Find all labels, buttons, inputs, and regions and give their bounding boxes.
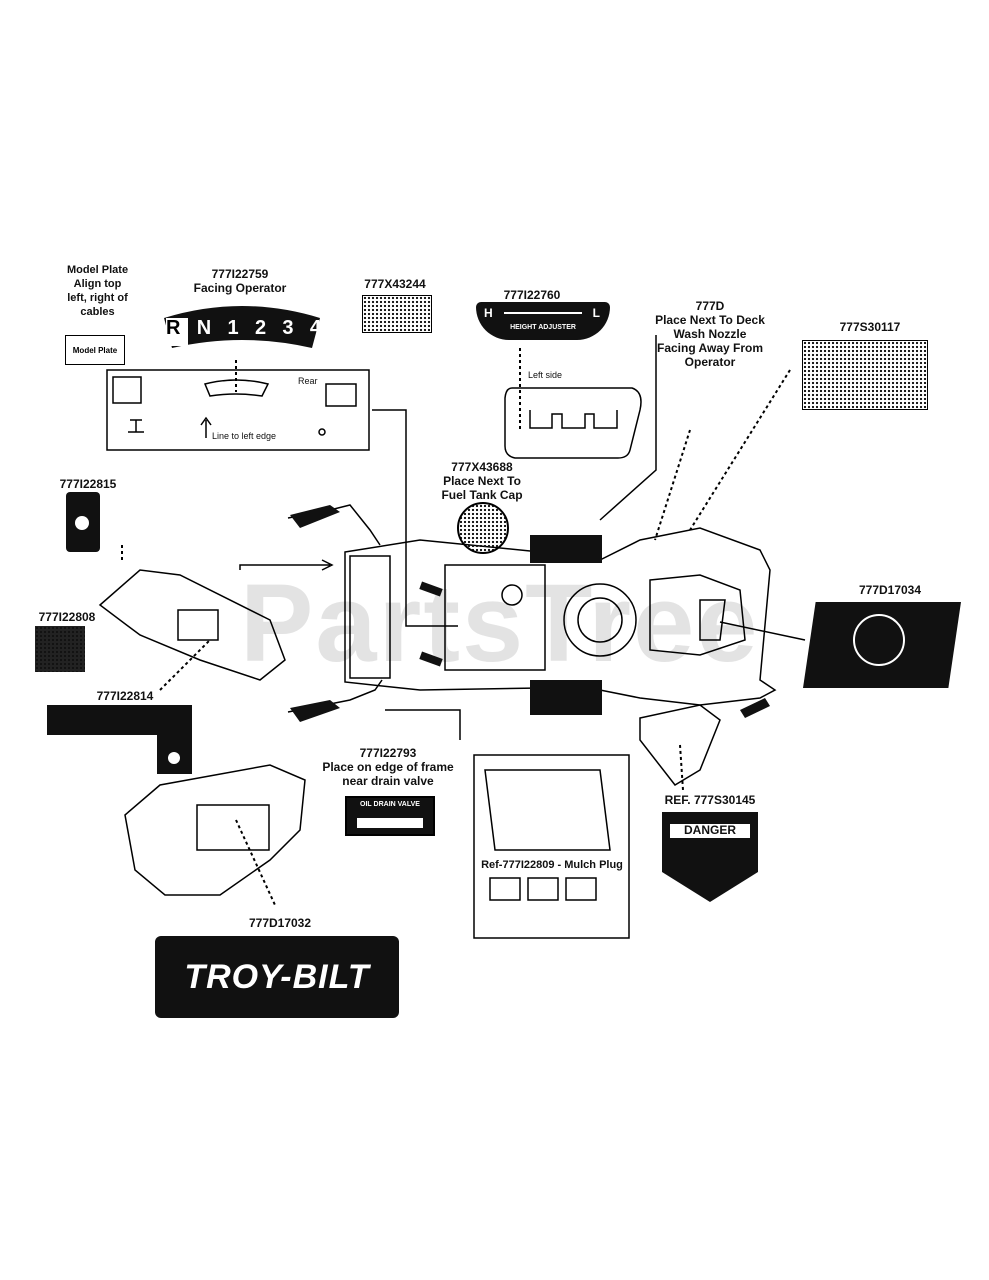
rear-grip: [740, 698, 770, 718]
engine-shroud: [563, 583, 637, 657]
danger-decal: [662, 812, 758, 902]
console-knob: [318, 428, 326, 436]
control-box-window: [177, 609, 219, 641]
control-knob-icon: [75, 516, 89, 530]
danger-ref: REF. 777S30145: [664, 793, 756, 807]
engine-flywheel: [577, 597, 623, 643]
console-panel-outline: [106, 369, 370, 451]
height-text: HEIGHT ADJUSTER: [510, 324, 576, 331]
leader-engine: [719, 621, 806, 641]
model-plate-spot: [112, 376, 142, 404]
height-bracket: [504, 387, 642, 459]
shift-pos-r: R: [166, 317, 181, 339]
deck-decal-note: Place Next To Deck Wash Nozzle Facing Aw…: [655, 313, 765, 369]
deck-decal-id: 777D: [695, 299, 725, 313]
engine-decal: [803, 602, 961, 688]
engine-decal-spot: [699, 599, 726, 641]
discharge-chute: [639, 704, 721, 786]
watermark: PartsTree: [240, 562, 760, 685]
shift-pos-3: 3: [282, 317, 294, 339]
height-notches: [529, 410, 618, 429]
control-box: [98, 569, 286, 681]
leader-danger: [679, 744, 684, 791]
control-decal-id: 777I22815: [59, 477, 117, 491]
model-plate-note: Model Plate Align top left, right of cab…: [66, 264, 129, 318]
rear-text: Rear: [298, 376, 318, 386]
engine-cover: [649, 574, 746, 656]
mulch-step-2: [527, 877, 559, 901]
square-decal: [35, 626, 85, 672]
shift-positions: R N 1 2 3 4: [166, 317, 321, 340]
mulch-step-1: [489, 877, 521, 901]
handle-grip-upper: [290, 505, 340, 528]
height-decal: H L HEIGHT ADJUSTER: [476, 302, 610, 340]
shift-pos-1: 1: [227, 317, 239, 339]
mulch-step-3: [565, 877, 597, 901]
fuel-decal-id: 777X43688: [451, 460, 513, 474]
handle-decal-id: 777I22814: [96, 689, 154, 703]
handle-decal-tab: [157, 730, 192, 774]
mulch-plug-drawing: [484, 769, 611, 851]
grass-bag: [124, 764, 306, 896]
brand-logo: TROY-BILT: [184, 958, 370, 996]
drain-decal-note: Place on edge of frame near drain valve: [322, 760, 454, 788]
deck-black-block: [530, 535, 602, 563]
mulch-box: [473, 754, 630, 939]
mulch-note: Ref-777I22809 - Mulch Plug: [481, 859, 623, 871]
drain-decal-id: 777I22793: [359, 746, 417, 760]
shift-pos-n: N: [196, 317, 212, 339]
square-decal-id: 777I22808: [38, 610, 96, 624]
rear-plate-spot: [325, 383, 357, 407]
model-plate-label: Model Plate: [65, 335, 125, 365]
leader-drain: [385, 709, 461, 740]
console-lever: [128, 419, 144, 433]
engine-logo-icon: [853, 614, 905, 666]
leader-deck: [654, 429, 691, 541]
deck-black-block-2: [530, 680, 602, 715]
danger-word: DANGER: [683, 823, 736, 837]
warning-decal-id: 777X43244: [364, 277, 426, 291]
fuel-tank: [444, 564, 546, 671]
frame-stripe-1: [419, 581, 443, 597]
warning-decal: [362, 295, 432, 333]
rear-panel: [349, 555, 391, 679]
shift-pos-2: 2: [254, 317, 267, 339]
fuel-decal: [457, 502, 509, 554]
safety-decal: [802, 340, 928, 410]
leader-wash: [599, 335, 657, 521]
drain-arrow-bar: [357, 818, 423, 828]
edge-arrow: [200, 416, 212, 438]
leader-handle-decal: [159, 639, 211, 691]
control-decal: [66, 492, 100, 552]
shift-pos-4: 4: [309, 317, 321, 339]
line-to-edge: Line to left edge: [212, 431, 277, 441]
leader-console: [372, 409, 458, 627]
shift-decal-note: Facing Operator: [193, 281, 287, 295]
drain-decal: OIL DRAIN VALVE: [345, 796, 435, 836]
handle-knob-icon: [168, 752, 180, 764]
leader-safety: [689, 369, 791, 531]
bag-decal: TROY-BILT: [155, 936, 399, 1018]
safety-decal-id: 777S30117: [839, 320, 901, 334]
height-letter-h: H: [484, 306, 493, 320]
fuel-decal-note: Place Next To Fuel Tank Cap: [441, 474, 523, 502]
engine-decal-id: 777D17034: [858, 583, 922, 597]
frame-stripe-2: [419, 651, 443, 667]
shift-decal-id: 777I22759: [211, 267, 269, 281]
shift-slot: [203, 379, 270, 397]
leader-control-box: [239, 559, 334, 571]
height-decal-id: 777I22760: [503, 288, 561, 302]
handle-grip-lower: [290, 700, 340, 722]
fuel-cap: [501, 584, 523, 606]
bag-decal-id: 777D17032: [248, 916, 312, 930]
grass-bag-panel: [196, 804, 270, 851]
height-letter-l: L: [592, 306, 600, 320]
shift-decal: [164, 306, 320, 348]
drain-label: OIL DRAIN VALVE: [360, 801, 420, 808]
height-scale: [504, 312, 582, 314]
left-side-text: Left side: [528, 370, 563, 380]
